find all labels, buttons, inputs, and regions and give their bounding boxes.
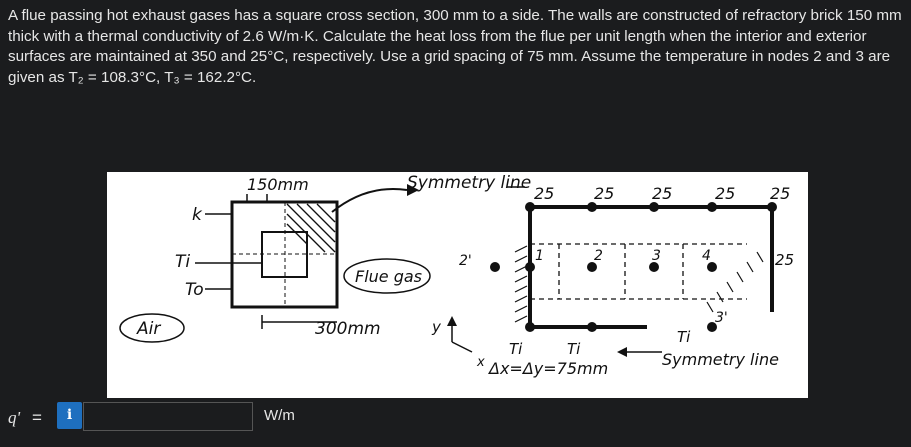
node-1-label: 1: [535, 248, 544, 264]
svg-text:25: 25: [715, 184, 735, 203]
svg-text:25: 25: [594, 184, 614, 203]
node-2prime-label: 2': [459, 253, 472, 269]
label-air: Air: [136, 319, 161, 339]
node-2-label: 2: [594, 248, 603, 264]
info-icon[interactable]: i: [57, 402, 82, 429]
label-ti-bottom-2: Ti: [567, 340, 581, 358]
svg-text:25: 25: [534, 184, 554, 203]
svg-text:25: 25: [652, 184, 672, 203]
svg-text:25: 25: [770, 184, 790, 203]
label-flue-gas: Flue gas: [355, 267, 422, 286]
hatched-corner: [286, 203, 336, 253]
symmetry-hatch-left: [514, 245, 528, 323]
label-symmetry-top: Symmetry line: [407, 173, 531, 193]
equals-sign: =: [32, 408, 42, 427]
grid-nodes: [490, 202, 777, 332]
label-ti-bottom-1: Ti: [509, 340, 523, 358]
flue-diagram: 150mm k Ti To Air Flue gas 300mm Symmetr…: [119, 173, 794, 378]
unit-label: W/m: [264, 407, 295, 424]
label-ti: Ti: [175, 252, 190, 272]
grid-lines: [530, 243, 747, 300]
answer-input[interactable]: [83, 402, 253, 431]
node-4-label: 4: [702, 248, 711, 264]
answer-row: q' = i W/m: [0, 398, 911, 447]
axis-x-label: x: [476, 355, 485, 370]
node-3prime-label: 3': [715, 310, 728, 326]
flue-gas-cloud: [343, 258, 431, 294]
label-300mm: 300mm: [315, 319, 381, 339]
problem-statement: A flue passing hot exhaust gases has a s…: [8, 7, 902, 86]
top-temperatures: 25 25 25 25 25: [534, 184, 790, 203]
symmetry-hatch-diag: [706, 251, 764, 313]
label-ti-bottom-3: Ti: [677, 328, 691, 346]
flue-figure: 150mm k Ti To Air Flue gas 300mm Symmetr…: [107, 172, 808, 398]
axis-y-label: y: [431, 318, 442, 336]
answer-label: q': [8, 408, 21, 427]
label-to: To: [185, 280, 204, 300]
right-temperature: 25: [775, 251, 794, 269]
label-k: k: [192, 205, 203, 225]
air-cloud: [119, 313, 185, 343]
label-dx-dy: Δx=Δy=75mm: [487, 359, 608, 378]
label-150mm: 150mm: [247, 175, 309, 194]
label-symmetry-bottom: Symmetry line: [662, 350, 779, 369]
node-3-label: 3: [652, 248, 661, 264]
